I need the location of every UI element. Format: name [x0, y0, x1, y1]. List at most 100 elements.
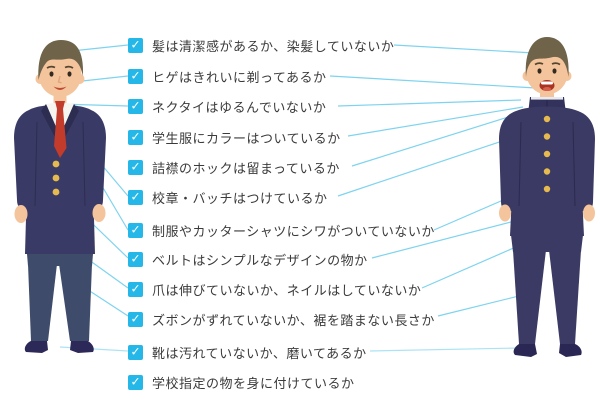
eye [552, 68, 557, 74]
gakuran-button [543, 150, 551, 158]
jacket-button [52, 160, 60, 168]
checklist-row: ✓ 学校指定の物を身に付けているか [128, 373, 355, 391]
checklist-item-label: ヒゲはきれいに剃ってあるか [152, 69, 327, 85]
eyebrow [534, 62, 544, 66]
check-icon: ✓ [130, 374, 141, 389]
eyebrow [46, 65, 56, 69]
line-tie-right [337, 99, 522, 107]
checklist-item-label: 学校指定の物を身に付けているか [152, 375, 355, 391]
checklist-row: ✓ 靴は汚れていないか、磨いてあるか [128, 343, 367, 361]
trouser-leg [549, 250, 581, 344]
checkbox-checked-icon[interactable]: ✓ [128, 251, 143, 267]
sleeve [572, 111, 595, 212]
checklist-item-label: ベルトはシンプルなデザインの物か [152, 252, 368, 268]
shoe [513, 344, 537, 357]
checkbox-checked-icon[interactable]: ✓ [128, 37, 143, 53]
sleeve-seam [34, 121, 38, 207]
hand [14, 205, 28, 223]
hand [499, 204, 511, 222]
sleeve [82, 110, 106, 211]
trouser-leg [513, 250, 546, 344]
check-icon: ✓ [130, 159, 141, 174]
hand [92, 204, 106, 222]
collar-liner [531, 97, 563, 100]
face [38, 51, 82, 97]
line-belt-right [371, 215, 535, 259]
check-icon: ✓ [130, 281, 141, 296]
check-icon: ✓ [130, 37, 141, 52]
checkbox-checked-icon[interactable]: ✓ [128, 281, 143, 297]
checklist-item-label: ズボンがずれていないか、裾を踏まない長さか [152, 312, 435, 328]
eye [67, 71, 72, 77]
checkbox-checked-icon[interactable]: ✓ [128, 129, 143, 145]
line-trousers-right [437, 292, 532, 317]
trouser-leg [28, 264, 57, 341]
trousers-hip [511, 235, 583, 252]
checklist-item-label: ネクタイはゆるんでいないか [152, 99, 327, 115]
checklist-item-label: 制服やカッターシャツにシワがついていないか [152, 223, 435, 239]
mouth [53, 86, 67, 90]
businessman-illustration [14, 40, 106, 353]
checkbox-checked-icon[interactable]: ✓ [128, 222, 143, 238]
gakuran-button [543, 115, 551, 123]
hair [525, 37, 569, 77]
tie [54, 101, 67, 158]
checkbox-checked-icon[interactable]: ✓ [128, 189, 143, 205]
shoe [70, 341, 94, 353]
checklist-row: ✓ 制服やカッターシャツにシワがついていないか [128, 221, 435, 239]
checkbox-checked-icon[interactable]: ✓ [128, 311, 143, 327]
sleeve [499, 111, 522, 212]
face [526, 49, 568, 95]
jacket-button [52, 174, 60, 182]
checklist-row: ✓ 爪は伸びていないか、ネイルはしていないか [128, 280, 421, 298]
line-shoes-right [369, 347, 520, 352]
trousers-hip [27, 254, 93, 266]
trouser-leg [59, 264, 92, 341]
hair [38, 40, 84, 80]
checklist-row: ✓ ベルトはシンプルなデザインの物か [128, 250, 368, 268]
checklist-row: ✓ 髪は清潔感があるか、染髪していないか [128, 36, 394, 54]
checklist-row: ✓ 詰襟のホックは留まっているか [128, 158, 340, 176]
line-hair-right [393, 44, 535, 54]
check-icon: ✓ [130, 68, 141, 83]
nose [57, 75, 62, 84]
gakuran-button [543, 133, 551, 140]
checkbox-checked-icon[interactable]: ✓ [128, 68, 143, 84]
student-illustration [499, 37, 595, 357]
eye [49, 71, 54, 77]
checklist-item-label: 爪は伸びていないか、ネイルはしていないか [152, 282, 422, 298]
jacket-button [52, 188, 60, 196]
shoe [24, 341, 48, 353]
checkbox-checked-icon[interactable]: ✓ [128, 98, 143, 114]
checkbox-checked-icon[interactable]: ✓ [128, 374, 143, 390]
check-icon: ✓ [130, 222, 141, 237]
check-icon: ✓ [130, 344, 141, 359]
checklist-row: ✓ ヒゲはきれいに剃ってあるか [128, 67, 326, 85]
line-collar-right [347, 106, 524, 137]
eyebrow [551, 62, 561, 66]
sleeve-seam [82, 121, 86, 207]
check-icon: ✓ [130, 251, 141, 266]
line-badge-right [337, 132, 527, 197]
line-chin-right [329, 75, 537, 89]
checklist-item-label: 校章・バッチはつけているか [152, 190, 328, 206]
eyebrow [64, 65, 74, 69]
checklist-item-label: 靴は汚れていないか、磨いてあるか [152, 345, 367, 361]
jacket-torso [25, 104, 95, 254]
check-icon: ✓ [130, 129, 141, 144]
sleeve [14, 110, 38, 211]
check-icon: ✓ [130, 189, 141, 204]
teeth [541, 81, 553, 85]
line-hook-right [351, 112, 522, 167]
shoe [559, 344, 582, 357]
checkbox-checked-icon[interactable]: ✓ [128, 159, 143, 175]
checklist-row: ✓ ネクタイはゆるんでいないか [128, 97, 326, 115]
check-icon: ✓ [130, 311, 141, 326]
gakuran-button [543, 168, 551, 175]
checklist-item-label: 髪は清潔感があるか、染髪していないか [152, 38, 395, 54]
checklist-item-label: 学生服にカラーはついているか [152, 130, 341, 146]
checkbox-checked-icon[interactable]: ✓ [128, 344, 143, 360]
checklist-item-label: 詰襟のホックは留まっているか [152, 160, 340, 176]
